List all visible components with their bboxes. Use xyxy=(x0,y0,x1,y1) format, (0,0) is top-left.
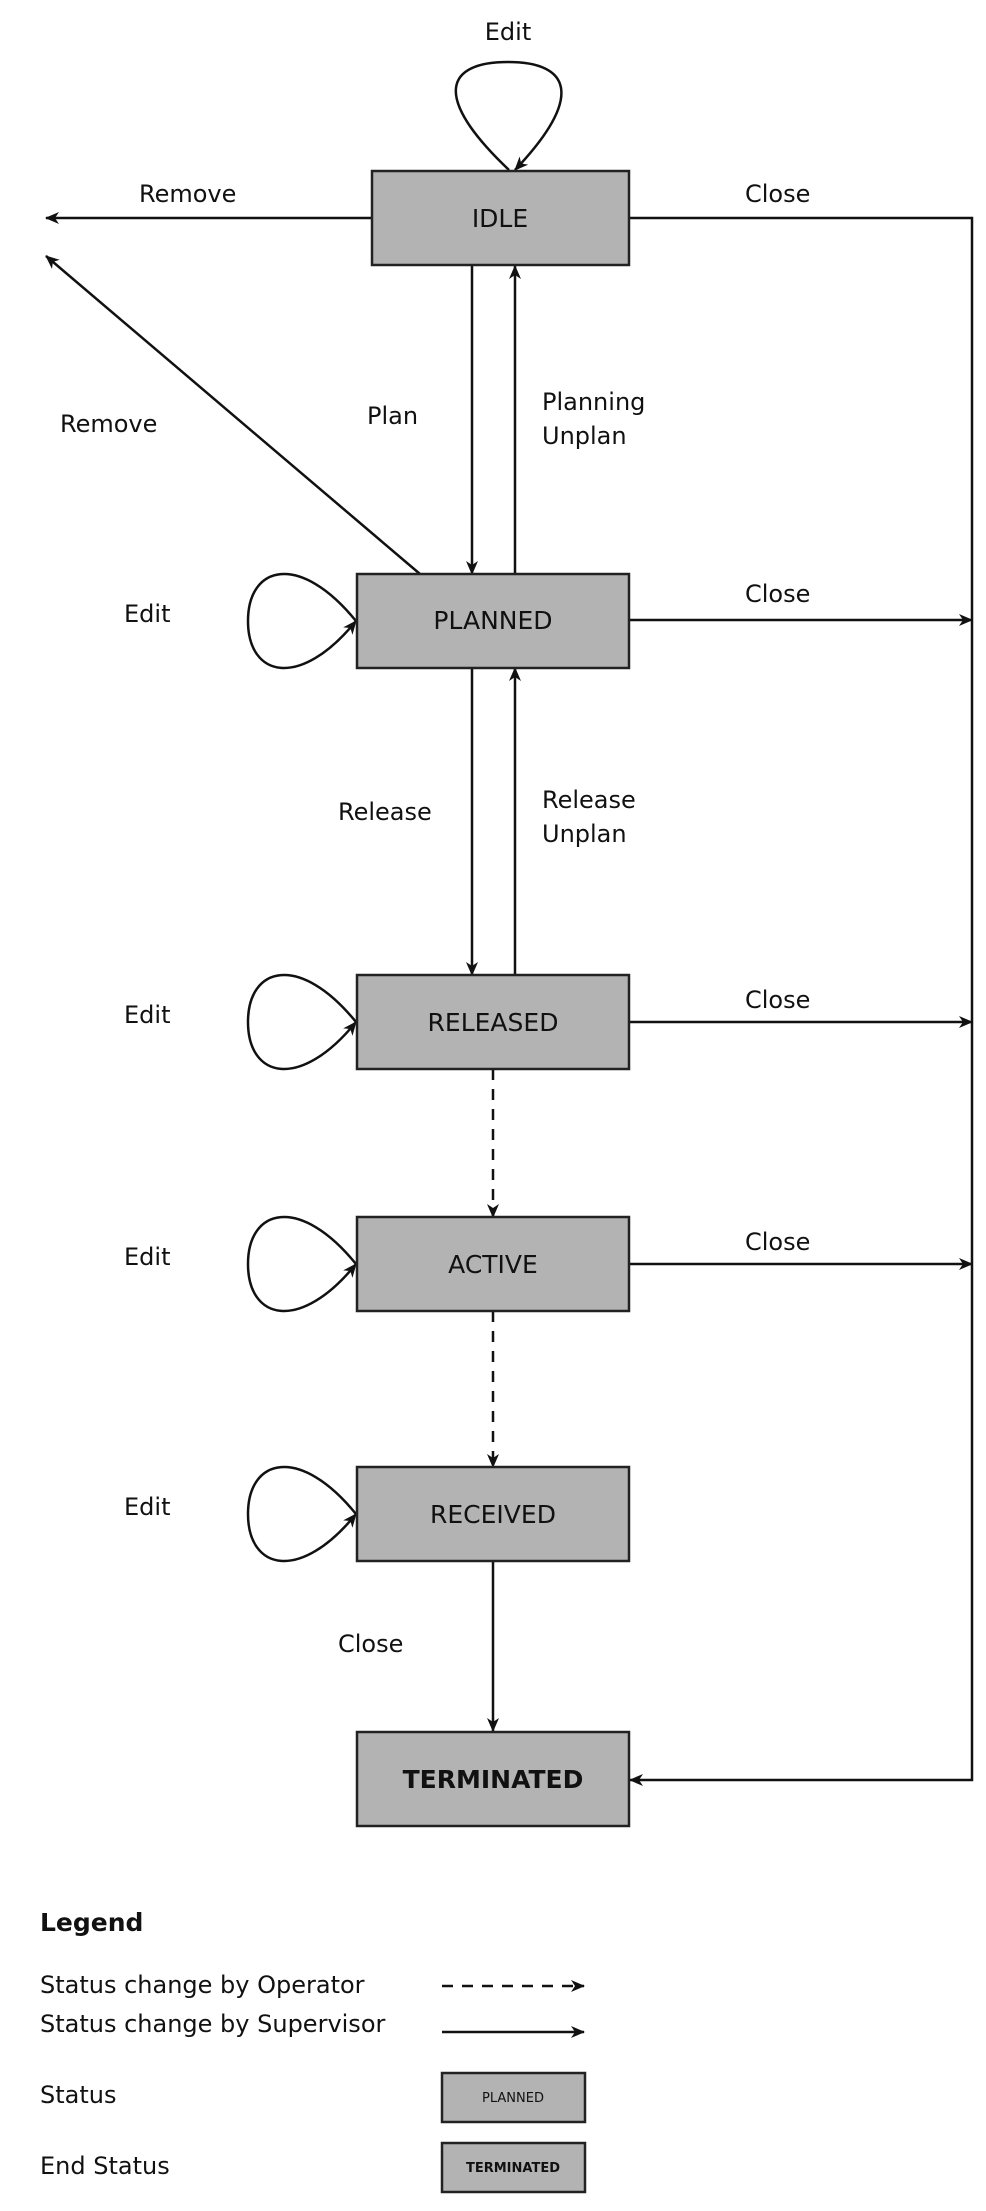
legend-status-sample: PLANNED xyxy=(482,2091,544,2106)
active-close-label: Close xyxy=(745,1228,810,1256)
legend-end-status-sample: TERMINATED xyxy=(466,2161,560,2176)
idle-edit-loop xyxy=(454,60,563,171)
idle-remove-label: Remove xyxy=(139,180,236,208)
active-edit-label: Edit xyxy=(124,1243,170,1271)
state-planned: PLANNED xyxy=(355,572,631,670)
state-released: RELEASED xyxy=(355,973,631,1071)
state-idle-label: IDLE xyxy=(472,204,528,233)
state-planned-label: PLANNED xyxy=(433,606,552,635)
active-edit-loop xyxy=(246,1215,357,1313)
received-close-label: Close xyxy=(338,1630,403,1658)
transition-labels: Edit Remove Close Remove Plan Planning U… xyxy=(60,18,810,1658)
legend-status-box xyxy=(440,2071,587,2124)
released-edit-label: Edit xyxy=(124,1001,170,1029)
planned-remove-label: Remove xyxy=(60,410,157,438)
planning-unplan-label-1: Planning xyxy=(542,388,645,416)
planning-unplan-label-2: Unplan xyxy=(542,422,627,450)
idle-close-edge xyxy=(629,216,974,1786)
received-edit-loop xyxy=(246,1465,357,1563)
plan-label: Plan xyxy=(367,402,418,430)
state-active-label: ACTIVE xyxy=(448,1250,538,1279)
planned-edit-label: Edit xyxy=(124,600,170,628)
legend-status-label: Status xyxy=(40,2081,116,2109)
legend-supervisor-label: Status change by Supervisor xyxy=(40,2010,385,2038)
legend-end-status-label: End Status xyxy=(40,2152,170,2180)
released-edit-loop xyxy=(246,973,357,1071)
release-label: Release xyxy=(338,798,432,826)
idle-close-label: Close xyxy=(745,180,810,208)
idle-edit-label: Edit xyxy=(485,18,531,46)
released-close-label: Close xyxy=(745,986,810,1014)
planned-close-label: Close xyxy=(745,580,810,608)
state-terminated: TERMINATED xyxy=(355,1730,631,1828)
planned-remove-edge xyxy=(45,255,421,575)
state-terminated-label: TERMINATED xyxy=(403,1765,584,1794)
legend-end-status-box xyxy=(440,2141,587,2194)
legend-title: Legend xyxy=(40,1908,143,1937)
legend-operator-label: Status change by Operator xyxy=(40,1971,365,1999)
state-active: ACTIVE xyxy=(355,1215,631,1313)
received-edit-label: Edit xyxy=(124,1493,170,1521)
release-unplan-label-2: Unplan xyxy=(542,820,627,848)
legend: Legend Status change by Operator Status … xyxy=(40,1908,587,2194)
state-received-label: RECEIVED xyxy=(430,1500,556,1529)
state-released-label: RELEASED xyxy=(428,1008,559,1037)
release-unplan-label-1: Release xyxy=(542,786,636,814)
state-idle: IDLE xyxy=(370,169,631,267)
planned-edit-loop xyxy=(246,572,357,670)
edges xyxy=(45,60,974,1786)
state-received: RECEIVED xyxy=(355,1465,631,1563)
